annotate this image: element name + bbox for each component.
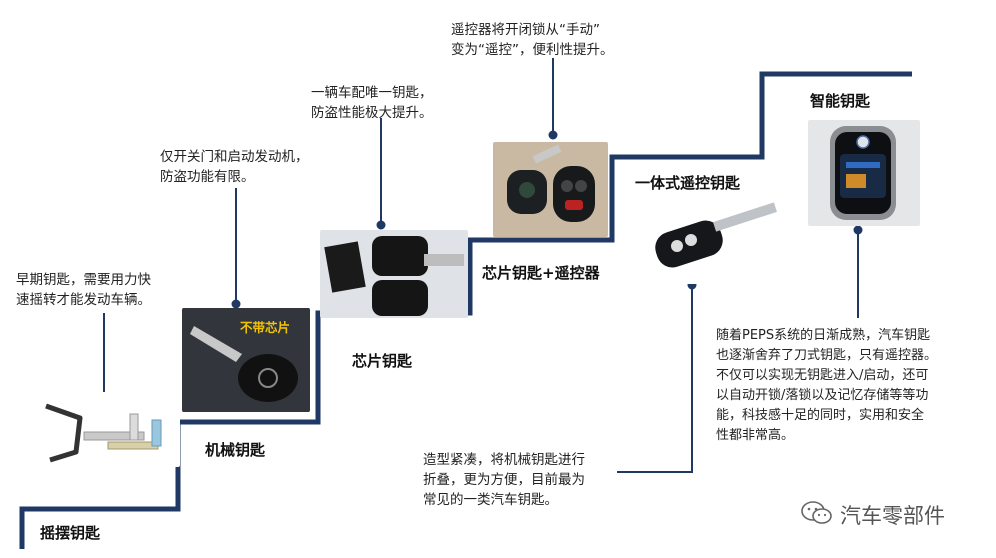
- chip-remote-photo: [493, 142, 608, 237]
- note-line: 不仅可以实现无钥匙进入/启动，还可: [716, 368, 929, 383]
- swing-key-photo: [20, 392, 180, 467]
- stage-label-smart-key: 智能钥匙: [810, 92, 871, 110]
- note-line: 造型紧凑，将机械钥匙进行: [423, 452, 585, 468]
- note-line: 常见的一类汽车钥匙。: [423, 492, 558, 508]
- note-line: 防盗性能极大提升。: [311, 105, 433, 121]
- note-smart-key: 随着PEPS系统的日渐成熟，汽车钥匙 也逐渐舍弃了刀式钥匙，只有遥控器。 不仅可…: [716, 326, 937, 446]
- note-chip-remote: 遥控器将开闭锁从“手动” 变为“遥控”，便利性提升。: [451, 20, 614, 60]
- note-line: 防盗功能有限。: [160, 169, 255, 185]
- note-line: 速摇转才能发动车辆。: [16, 292, 151, 308]
- note-line: 性都非常高。: [716, 428, 795, 443]
- no-chip-tag: 不带芯片: [240, 320, 291, 335]
- stage-label-mechanical-key: 机械钥匙: [205, 441, 266, 459]
- wechat-icon: [800, 500, 834, 531]
- note-flip-key: 造型紧凑，将机械钥匙进行 折叠，更为方便，目前最为 常见的一类汽车钥匙。: [423, 450, 585, 510]
- note-mechanical-key: 仅开关门和启动发动机， 防盗功能有限。: [160, 147, 309, 187]
- stage-label-chip-key: 芯片钥匙: [352, 352, 413, 370]
- note-line: 也逐渐舍弃了刀式钥匙，只有遥控器。: [716, 348, 938, 363]
- note-line: 遥控器将开闭锁从“手动”: [451, 22, 600, 38]
- smart-key-photo: [808, 120, 920, 226]
- chip-key-photo: [320, 230, 468, 318]
- note-line: 随着PEPS系统的日渐成熟，汽车钥匙: [716, 328, 931, 343]
- note-line: 以自动开锁/落锁以及记忆存储等等功: [716, 388, 929, 403]
- note-line: 早期钥匙，需要用力快: [16, 272, 151, 288]
- stage-label-swing-key: 摇摆钥匙: [40, 524, 101, 542]
- leader-line-5: [617, 287, 693, 473]
- stage-label-chip-remote: 芯片钥匙+遥控器: [482, 264, 600, 282]
- watermark-text: 汽车零部件: [840, 504, 945, 528]
- note-swing-key: 早期钥匙，需要用力快 速摇转才能发动车辆。: [16, 270, 151, 310]
- note-chip-key: 一辆车配唯一钥匙， 防盗性能极大提升。: [311, 83, 433, 123]
- flip-key-photo: [643, 196, 783, 284]
- note-line: 一辆车配唯一钥匙，: [311, 85, 433, 101]
- watermark: 汽车零部件: [800, 500, 945, 530]
- note-line: 仅开关门和启动发动机，: [160, 149, 309, 165]
- mechanical-key-photo: 不带芯片: [182, 308, 310, 412]
- note-line: 变为“遥控”，便利性提升。: [451, 42, 614, 58]
- stage-label-flip-key: 一体式遥控钥匙: [635, 174, 741, 192]
- note-line: 能，科技感十足的同时，实用和安全: [716, 408, 925, 423]
- note-line: 折叠，更为方便，目前最为: [423, 472, 585, 488]
